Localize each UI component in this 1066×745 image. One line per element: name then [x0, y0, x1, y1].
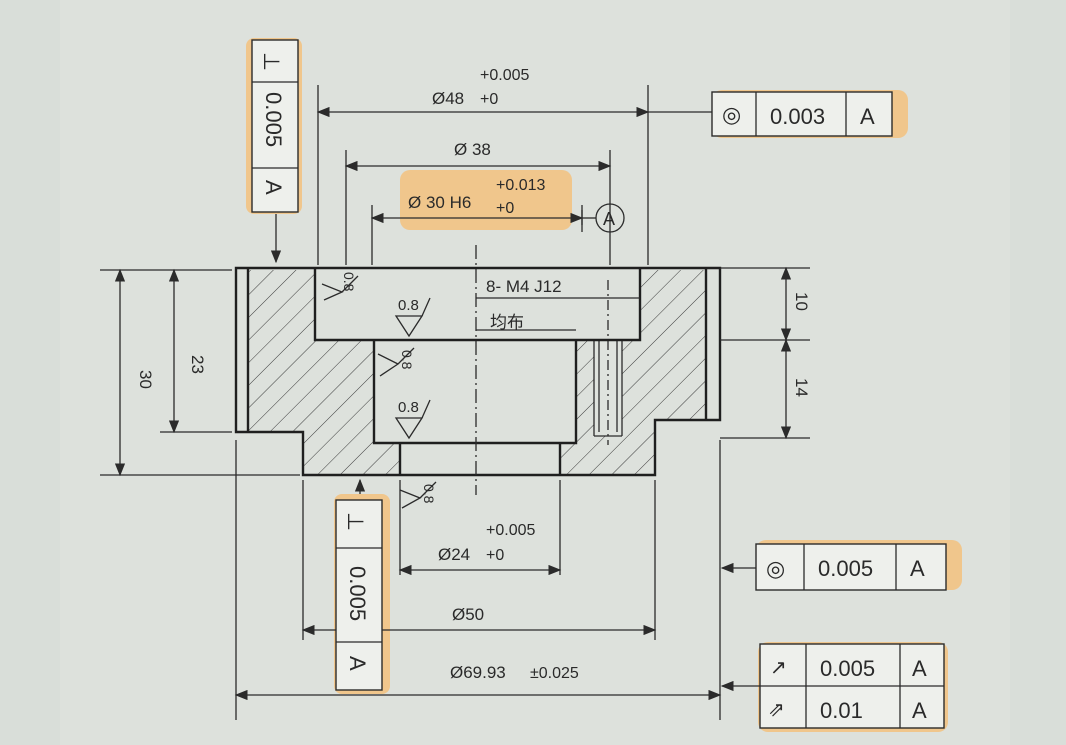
dim-d6993-tol: ±0.025 [530, 665, 579, 682]
roughness-value-4: 0.8 [398, 399, 419, 416]
fcf-total-runout-datum: A [912, 698, 927, 723]
roughness-symbol-1: 0.8 [321, 272, 359, 301]
dim-d30: Ø 30 H6 [408, 193, 471, 212]
datum-a-symbol: A [581, 203, 625, 233]
dim-h23: 23 [188, 355, 207, 374]
fcf-runout-stack: ↗ 0.005 A ⇗ 0.01 A [759, 643, 945, 729]
roughness-value-3: 0.8 [399, 350, 415, 370]
fcf-total-runout-symbol: ⇗ [768, 699, 785, 721]
dim-d30-tol-upper: +0.013 [496, 177, 545, 194]
roughness-symbol-2: 0.8 [394, 297, 431, 338]
dim-d24-tol-lower: +0 [486, 547, 504, 564]
roughness-symbol-3: 0.8 [377, 347, 415, 377]
roughness-value-5: 0.8 [421, 484, 437, 504]
fcf-top-left-symbol: ⊥ [259, 52, 284, 71]
dim-d30-tol-lower: +0 [496, 200, 514, 217]
fcf-top-left-value: 0.005 [261, 92, 286, 147]
fcf-top-left: ⊥ 0.005 A [251, 39, 299, 213]
dim-d24-tol-upper: +0.005 [486, 522, 535, 539]
fcf-top-left-datum: A [261, 180, 286, 195]
roughness-symbol-5: 0.8 [399, 481, 437, 509]
dim-d38: Ø 38 [454, 140, 491, 159]
roughness-value-2: 0.8 [398, 297, 419, 314]
thread-note: 8- M4 J12 [486, 277, 562, 296]
fcf-top-right: ◎ 0.003 A [711, 91, 893, 137]
dim-h14: 14 [792, 378, 811, 397]
fcf-runout-datum: A [912, 656, 927, 681]
roughness-symbols: 0.8 0.8 0.8 0.8 0.8 [321, 272, 437, 509]
roughness-value-1: 0.8 [341, 272, 357, 292]
fcf-mid-right-value: 0.005 [818, 556, 873, 581]
fcf-top-right-value: 0.003 [770, 104, 825, 129]
dimension-text: Ø48 +0.005 +0 Ø 38 Ø 30 H6 +0.013 +0 Ø24… [136, 67, 811, 682]
fcf-bottom-left-value: 0.005 [345, 566, 370, 621]
dim-h10: 10 [792, 292, 811, 311]
fcf-mid-right-datum: A [910, 556, 925, 581]
fcf-bottom-left-datum: A [345, 656, 370, 671]
dim-d48: Ø48 [432, 89, 464, 108]
hatch-left-flange [248, 270, 400, 475]
fcf-bottom-left: ⊥ 0.005 A [335, 499, 383, 691]
fcf-mid-right-symbol: ◎ [766, 556, 785, 581]
roughness-symbol-4: 0.8 [394, 399, 431, 440]
fcf-bottom-left-symbol: ⊥ [343, 512, 368, 531]
fcf-top-right-datum: A [860, 104, 875, 129]
dim-h30: 30 [136, 370, 155, 389]
dimension-lines [100, 85, 810, 720]
fcf-runout-symbol: ↗ [770, 657, 787, 679]
dim-d6993: Ø69.93 [450, 663, 506, 682]
dim-d24: Ø24 [438, 545, 470, 564]
fcf-runout-value: 0.005 [820, 656, 875, 681]
part-section: 8- M4 J12 均布 [234, 245, 722, 495]
dim-d48-tol-upper: +0.005 [480, 67, 529, 84]
dim-d50: Ø50 [452, 605, 484, 624]
fcf-top-right-symbol: ◎ [722, 102, 741, 127]
datum-a-label: A [603, 209, 615, 229]
dim-d48-tol-lower: +0 [480, 91, 498, 108]
fcf-mid-right: ◎ 0.005 A [755, 543, 947, 591]
fcf-total-runout-value: 0.01 [820, 698, 863, 723]
even-note: 均布 [490, 313, 524, 332]
